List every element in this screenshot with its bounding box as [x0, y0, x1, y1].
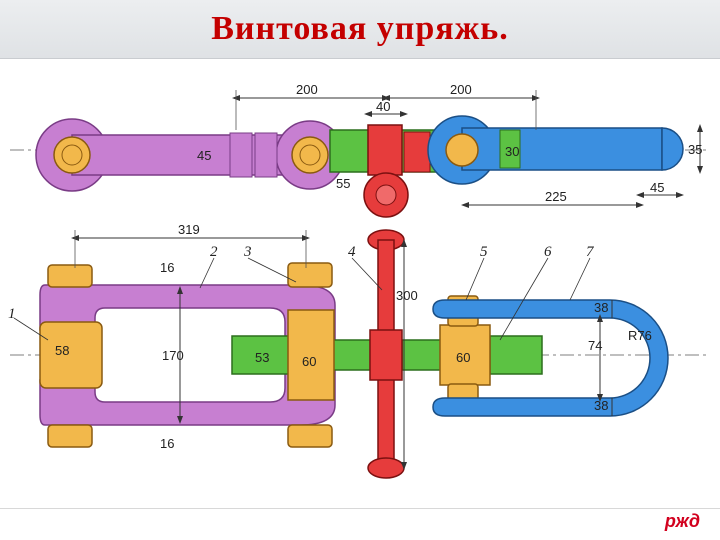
dim-300: 300	[396, 288, 418, 303]
dim-74: 74	[588, 338, 602, 353]
nut-left	[287, 309, 335, 401]
callout-1: 1	[8, 306, 16, 322]
dim-16-bottom: 16	[160, 436, 174, 451]
pin-head-left-bottom	[47, 424, 93, 448]
link-side	[39, 284, 336, 426]
dim-30: 30	[505, 144, 519, 159]
link-pin-left	[53, 136, 91, 174]
dim-60-left: 60	[302, 354, 316, 369]
link-pin-right	[291, 136, 329, 174]
dim-60-right: 60	[456, 350, 470, 365]
pin-head-right-bottom	[287, 424, 333, 448]
dim-170: 170	[162, 348, 184, 363]
screw-side-left	[231, 335, 293, 375]
dim-40: 40	[376, 99, 390, 114]
shackle-side	[432, 299, 669, 417]
title-bar	[0, 0, 720, 59]
dim-200-right: 200	[450, 82, 472, 97]
rzd-logo: ржд	[664, 511, 700, 531]
callout-6: 6	[544, 244, 552, 260]
dim-38-top: 38	[594, 300, 608, 315]
pin-head-right-top	[287, 262, 333, 288]
dim-53: 53	[255, 350, 269, 365]
callout-4: 4	[348, 244, 356, 260]
top-view: 200 200 40 45 55 30 35 225 45	[10, 82, 710, 218]
nut-right	[439, 324, 491, 386]
side-view: 319 16 16 58 170 53 60 60 300 38 38 74 R…	[8, 222, 710, 479]
dim-58: 58	[55, 343, 69, 358]
footer-divider	[0, 508, 720, 509]
callout-5: 5	[480, 244, 488, 260]
dim-45: 45	[197, 148, 211, 163]
dim-16-top: 16	[160, 260, 174, 275]
handle-top	[367, 124, 403, 176]
slide-title: Винтовая упряжь.	[211, 10, 509, 47]
dim-45b: 45	[650, 180, 664, 195]
link-top	[35, 118, 345, 192]
callout-2: 2	[210, 244, 218, 260]
handle-side	[367, 229, 405, 479]
dim-225: 225	[545, 189, 567, 204]
callout-3: 3	[243, 244, 252, 260]
dim-200-left: 200	[296, 82, 318, 97]
pin-head-left-top	[47, 264, 93, 288]
pin-block-left	[39, 321, 103, 389]
dim-35: 35	[688, 142, 702, 157]
dim-55: 55	[336, 176, 350, 191]
dim-38-bottom: 38	[594, 398, 608, 413]
dim-r76: R76	[628, 328, 652, 343]
dim-319: 319	[178, 222, 200, 237]
callout-7: 7	[586, 244, 595, 260]
